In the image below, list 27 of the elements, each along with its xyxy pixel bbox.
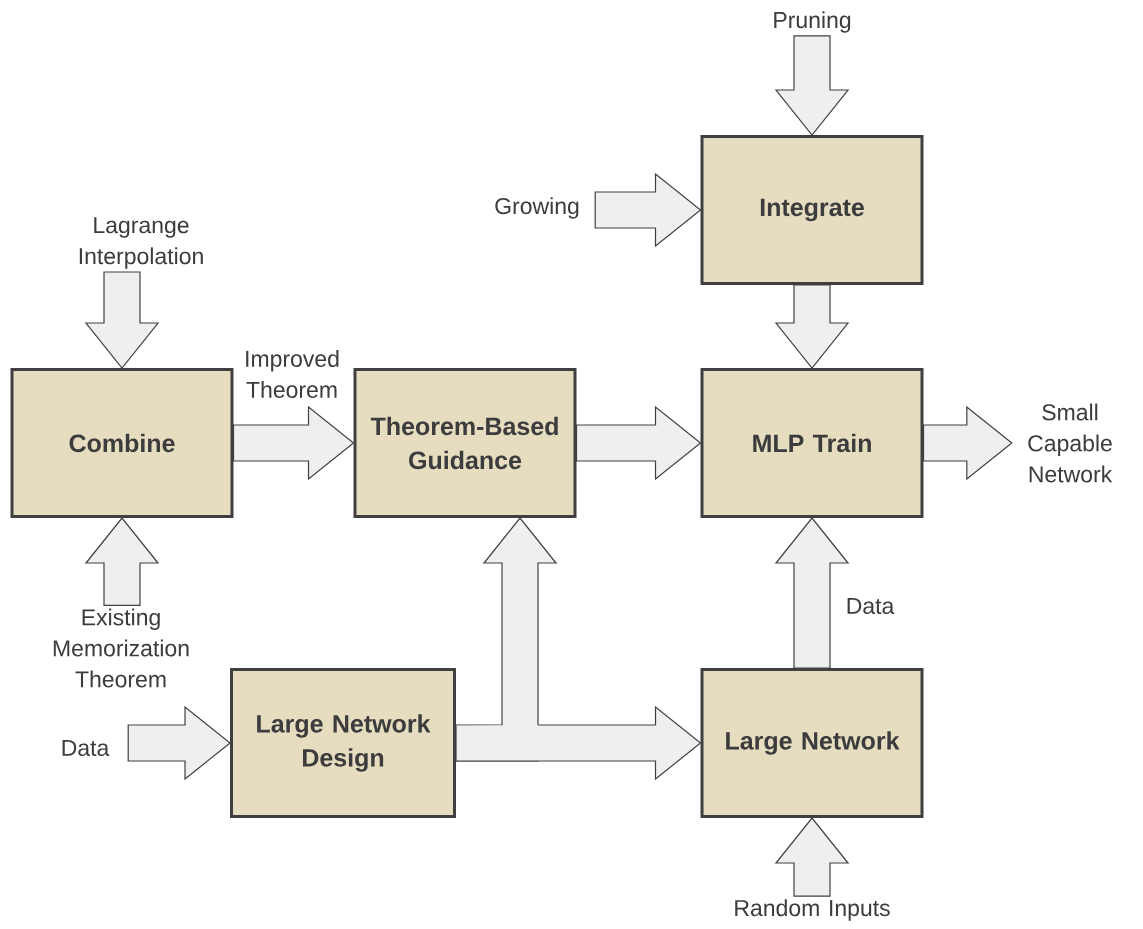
block-arrow <box>455 705 702 781</box>
block-arrow <box>774 817 850 897</box>
text-label: Data <box>62 740 110 757</box>
edge-label: Improved Theorem <box>246 350 339 398</box>
edge-label: Data <box>847 598 895 615</box>
block-arrow <box>922 405 1013 481</box>
text-label: Pruning <box>774 11 851 33</box>
process-box: Theorem-Based Guidance <box>353 368 577 518</box>
block-arrow <box>575 405 702 481</box>
block-arrow <box>594 172 702 248</box>
block-arrow <box>774 35 850 136</box>
block-arrow <box>84 517 160 606</box>
block-arrow <box>232 405 355 481</box>
text-label: Existing Memorization Theorem <box>53 608 189 688</box>
process-box: Combine <box>10 368 234 518</box>
block-arrow <box>774 284 850 369</box>
text-label: Lagrange Interpolation <box>79 217 203 269</box>
block-arrow <box>84 271 160 369</box>
process-box: Large Network Design <box>230 668 456 818</box>
process-box: Large Network <box>700 668 924 818</box>
text-label: Random Inputs <box>735 899 890 921</box>
text-label: Growing <box>495 197 579 219</box>
block-arrow <box>127 705 231 781</box>
process-box: Integrate <box>700 135 924 285</box>
text-label: Small Capable Network <box>1028 403 1113 483</box>
block-arrow <box>774 517 850 669</box>
process-box: MLP Train <box>700 368 924 518</box>
